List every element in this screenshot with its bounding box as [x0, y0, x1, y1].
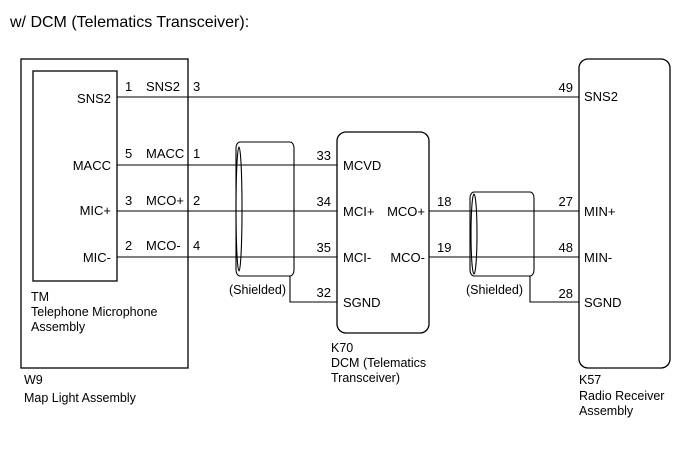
k70-pin-num-33: 33 [317, 148, 331, 163]
shield-label-left: (Shielded) [229, 283, 286, 297]
k57-pin-num-27: 27 [559, 194, 573, 209]
k70-pin-num-19: 19 [437, 240, 451, 255]
k70-pin-num-32: 32 [317, 285, 331, 300]
k57-pin-num-48: 48 [559, 240, 573, 255]
wires [117, 96, 579, 303]
w9-pin-label-macc: MACC [146, 146, 184, 161]
k57-name-line2: Assembly [579, 404, 634, 418]
w9-pin-num-3: 3 [193, 79, 200, 94]
k57-pin-label-sns2: SNS2 [584, 89, 618, 104]
w9-code: W9 [24, 373, 43, 387]
tm-box [32, 70, 118, 282]
k70-name-line2: Transceiver) [331, 371, 400, 385]
w9-pin-num-1: 1 [193, 146, 200, 161]
k57-code: K57 [579, 373, 601, 387]
tm-pin-num-5: 5 [125, 146, 132, 161]
w9-pin-label-mco-plus: MCO+ [146, 193, 184, 208]
shields [235, 141, 535, 277]
shield-left-end [235, 146, 243, 272]
tm-pin-label-macc: MACC [73, 158, 111, 173]
k57-pin-label-min-minus: MIN- [584, 250, 612, 265]
w9-pin-label-mco-minus: MCO- [146, 238, 181, 253]
k70-pin-num-35: 35 [317, 240, 331, 255]
tm-code: TM [31, 290, 49, 304]
w9-name: Map Light Assembly [24, 391, 137, 405]
diagram-title: w/ DCM (Telematics Transceiver): [9, 14, 249, 31]
k70-pin-num-34: 34 [317, 194, 331, 209]
tm-pin-label-sns2: SNS2 [77, 91, 111, 106]
k57-pin-num-28: 28 [559, 286, 573, 301]
wire-shield-drain-left [289, 276, 337, 303]
k70-code: K70 [331, 341, 353, 355]
w9-assembly-box [20, 58, 189, 369]
k70-pin-label-mci-plus: MCI+ [343, 204, 374, 219]
w9-pin-label-sns2: SNS2 [146, 79, 180, 94]
tm-name-line2: Assembly [31, 320, 86, 334]
k57-pin-label-min-plus: MIN+ [584, 204, 615, 219]
wire-shield-drain-right [529, 276, 579, 303]
k57-pin-label-sgnd: SGND [584, 295, 622, 310]
k70-dcm-box [336, 131, 430, 334]
k57-radio-box [578, 58, 671, 369]
k70-pin-label-sgnd: SGND [343, 295, 381, 310]
tm-pin-num-3: 3 [125, 193, 132, 208]
k70-name-line1: DCM (Telematics [331, 356, 426, 370]
k70-pin-label-mci-minus: MCI- [343, 250, 371, 265]
w9-pin-num-4: 4 [193, 238, 200, 253]
k57-name-line1: Radio Receiver [579, 389, 664, 403]
k70-pin-label-mco-minus: MCO- [390, 250, 425, 265]
shield-label-right: (Shielded) [466, 283, 523, 297]
shield-right [469, 191, 535, 277]
tm-pin-num-1: 1 [125, 79, 132, 94]
shield-right-end [470, 193, 478, 275]
tm-name-line1: Telephone Microphone [31, 305, 158, 319]
w9-pin-num-2: 2 [193, 193, 200, 208]
k70-pin-label-mcvd: MCVD [343, 158, 381, 173]
tm-pin-label-mic-plus: MIC+ [80, 203, 111, 218]
k57-pin-num-49: 49 [559, 80, 573, 95]
k70-pin-num-18: 18 [437, 194, 451, 209]
shield-left [235, 141, 295, 277]
tm-pin-num-2: 2 [125, 238, 132, 253]
k70-pin-label-mco-plus: MCO+ [387, 204, 425, 219]
tm-pin-label-mic-minus: MIC- [83, 250, 111, 265]
